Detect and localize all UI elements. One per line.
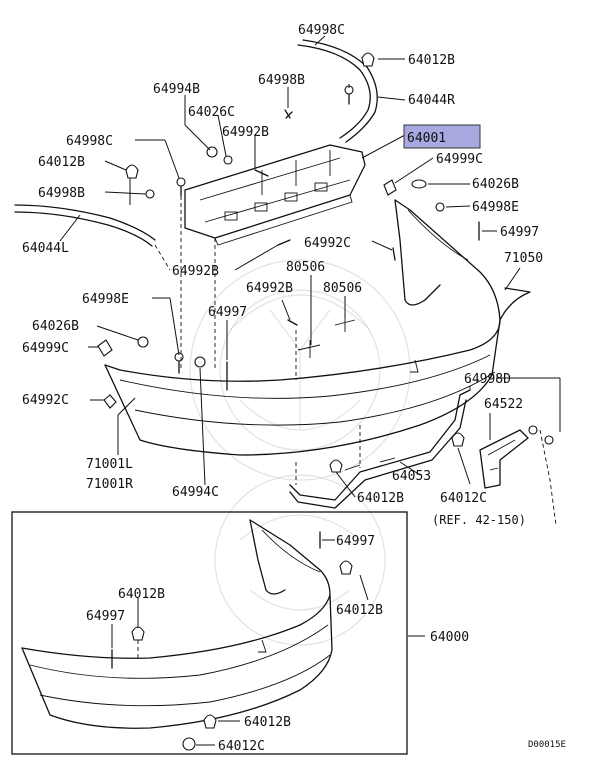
label-71001r[interactable]: 71001R <box>86 477 133 492</box>
label-64998b-top[interactable]: 64998B <box>258 73 305 88</box>
label-80506-a[interactable]: 80506 <box>286 260 325 275</box>
bracket-64522[interactable] <box>479 429 529 489</box>
bumper-cover-71050[interactable] <box>104 199 531 456</box>
label-64522[interactable]: 64522 <box>484 397 523 412</box>
diagram-code: D00015E <box>528 740 566 750</box>
label-64012b-inset-right[interactable]: 64012B <box>336 603 383 618</box>
molding-right-64044r[interactable] <box>297 39 378 143</box>
label-64053[interactable]: 64053 <box>392 469 431 484</box>
label-64026b-left[interactable]: 64026B <box>32 319 79 334</box>
label-64998c-left[interactable]: 64998C <box>66 134 113 149</box>
watermark-emblem <box>189 259 411 646</box>
fasteners-upper <box>97 52 554 473</box>
bracket-64053[interactable] <box>289 389 471 509</box>
label-64998c-top[interactable]: 64998C <box>298 23 345 38</box>
label-64998e-right[interactable]: 64998E <box>472 200 519 215</box>
label-64001[interactable]: 64001 <box>407 131 446 146</box>
label-64012c-inset-bottom[interactable]: 64012C <box>218 739 265 754</box>
label-64012b-inset-left[interactable]: 64012B <box>118 587 165 602</box>
label-64000[interactable]: 64000 <box>430 630 469 645</box>
label-ref-42-150[interactable]: (REF. 42-150) <box>432 513 526 527</box>
label-64997-inset-left[interactable]: 64997 <box>86 609 125 624</box>
label-64997-inset[interactable]: 64997 <box>336 534 375 549</box>
part-labels: 64998C 64012B 64998B 64044R 64994B 64026… <box>22 23 566 754</box>
label-64998d[interactable]: 64998D <box>464 372 511 387</box>
label-64998b-left[interactable]: 64998B <box>38 186 85 201</box>
label-80506-b[interactable]: 80506 <box>323 281 362 296</box>
label-64012b-top[interactable]: 64012B <box>408 53 455 68</box>
label-64026b-right[interactable]: 64026B <box>472 177 519 192</box>
label-64997-right[interactable]: 64997 <box>500 225 539 240</box>
label-64044r[interactable]: 64044R <box>408 93 455 108</box>
label-64992b-top[interactable]: 64992B <box>222 125 269 140</box>
label-64997-mid[interactable]: 64997 <box>208 305 247 320</box>
label-71050[interactable]: 71050 <box>504 251 543 266</box>
label-64026c[interactable]: 64026C <box>188 105 235 120</box>
label-64992c-left[interactable]: 64992C <box>22 393 69 408</box>
leader-lines <box>59 35 561 746</box>
label-71001l[interactable]: 71001L <box>86 457 133 472</box>
label-64992b-mid[interactable]: 64992B <box>246 281 293 296</box>
label-64012c-right[interactable]: 64012C <box>440 491 487 506</box>
bumper-assembly-64000[interactable] <box>21 519 353 751</box>
label-64012b-left[interactable]: 64012B <box>38 155 85 170</box>
label-64998e-left[interactable]: 64998E <box>82 292 129 307</box>
label-64999c-right[interactable]: 64999C <box>436 152 483 167</box>
label-64012b-inset-bottom[interactable]: 64012B <box>244 715 291 730</box>
label-64994c[interactable]: 64994C <box>172 485 219 500</box>
label-64012b-bottom[interactable]: 64012B <box>357 491 404 506</box>
label-64992c-mid[interactable]: 64992C <box>304 236 351 251</box>
label-64994b[interactable]: 64994B <box>153 82 200 97</box>
molding-left-64044l[interactable] <box>14 204 156 247</box>
inset-panel <box>11 511 408 755</box>
assembly-lines <box>154 196 557 526</box>
label-64044l[interactable]: 64044L <box>22 241 69 256</box>
label-64992b-bl[interactable]: 64992B <box>172 264 219 279</box>
highlight-box-64001[interactable] <box>403 124 481 149</box>
reinforcement-64001[interactable] <box>184 144 366 246</box>
label-64999c-left[interactable]: 64999C <box>22 341 69 356</box>
